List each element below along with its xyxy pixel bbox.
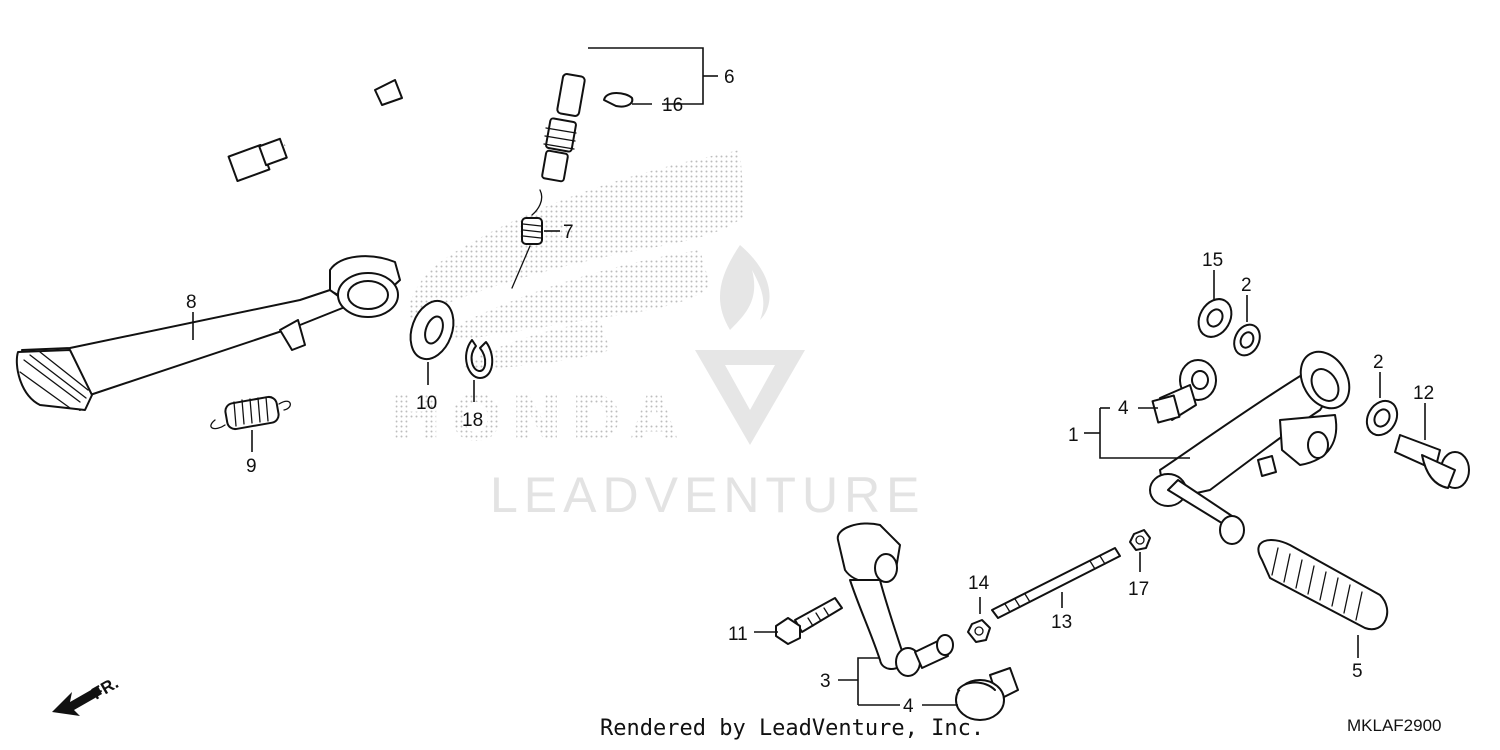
callout-4-lower: 4	[903, 696, 914, 717]
callout-14: 14	[968, 573, 990, 594]
diagram-code: MKLAF2900	[1347, 716, 1442, 735]
leadventure-watermark: LEADVENTURE	[490, 467, 926, 523]
part-10-washer	[409, 299, 455, 385]
part-13-link-rod	[991, 547, 1121, 619]
part-6-stop-switch-harness	[227, 26, 588, 183]
callout-13: 13	[1051, 612, 1072, 633]
part-9-return-spring	[210, 395, 291, 431]
front-label: FR.	[89, 673, 122, 703]
honda-wing-logo: HONDA	[390, 150, 745, 455]
part-2-bushing-right	[1365, 399, 1399, 437]
callout-16: 16	[662, 95, 683, 116]
part-15-washer	[1197, 298, 1233, 338]
callout-7: 7	[563, 222, 574, 243]
part-4-rod-end-upper	[1151, 359, 1217, 424]
part-1-step-holder	[1149, 350, 1351, 545]
callout-5: 5	[1352, 661, 1363, 682]
callout-9: 9	[246, 456, 257, 477]
callout-6: 6	[724, 67, 735, 88]
leader-lines	[192, 47, 1426, 706]
part-11-bolt	[775, 597, 843, 645]
part-8-brake-pedal	[15, 255, 401, 411]
callout-17: 17	[1128, 579, 1149, 600]
callout-8: 8	[186, 292, 197, 313]
part-18-circlip	[465, 339, 494, 402]
part-16-clip	[603, 92, 652, 108]
render-credit: Rendered by LeadVenture, Inc.	[600, 716, 985, 741]
callout-11: 11	[728, 624, 748, 645]
callout-15: 15	[1202, 250, 1223, 271]
part-12-pivot-bolt	[1394, 434, 1470, 489]
callout-labels: 1 2 2 3 4 4 5 6 7 8 9 10 11 12 13 14 15 …	[186, 67, 1434, 717]
callout-3: 3	[820, 671, 831, 692]
front-direction-indicator: FR.	[52, 673, 122, 716]
part-14-nut	[967, 597, 991, 643]
leadventure-emblem	[695, 245, 805, 445]
part-2-bushing-upper	[1233, 323, 1261, 357]
callout-10: 10	[416, 393, 437, 414]
front-arrow-icon	[52, 686, 102, 716]
part-7-switch-spring	[511, 189, 560, 289]
part-3-shift-arm	[836, 522, 954, 677]
honda-logo-text: HONDA	[390, 382, 686, 455]
callout-12: 12	[1413, 383, 1434, 404]
callout-4-upper: 4	[1118, 398, 1129, 419]
callout-18: 18	[462, 410, 483, 431]
callout-2-right: 2	[1373, 352, 1384, 373]
callout-2-upper: 2	[1241, 275, 1252, 296]
part-5-pedal-rubber	[1257, 539, 1389, 658]
part-4-rod-end-lower	[955, 667, 1019, 721]
callout-1: 1	[1068, 425, 1079, 446]
part-17-nut	[1129, 529, 1151, 572]
